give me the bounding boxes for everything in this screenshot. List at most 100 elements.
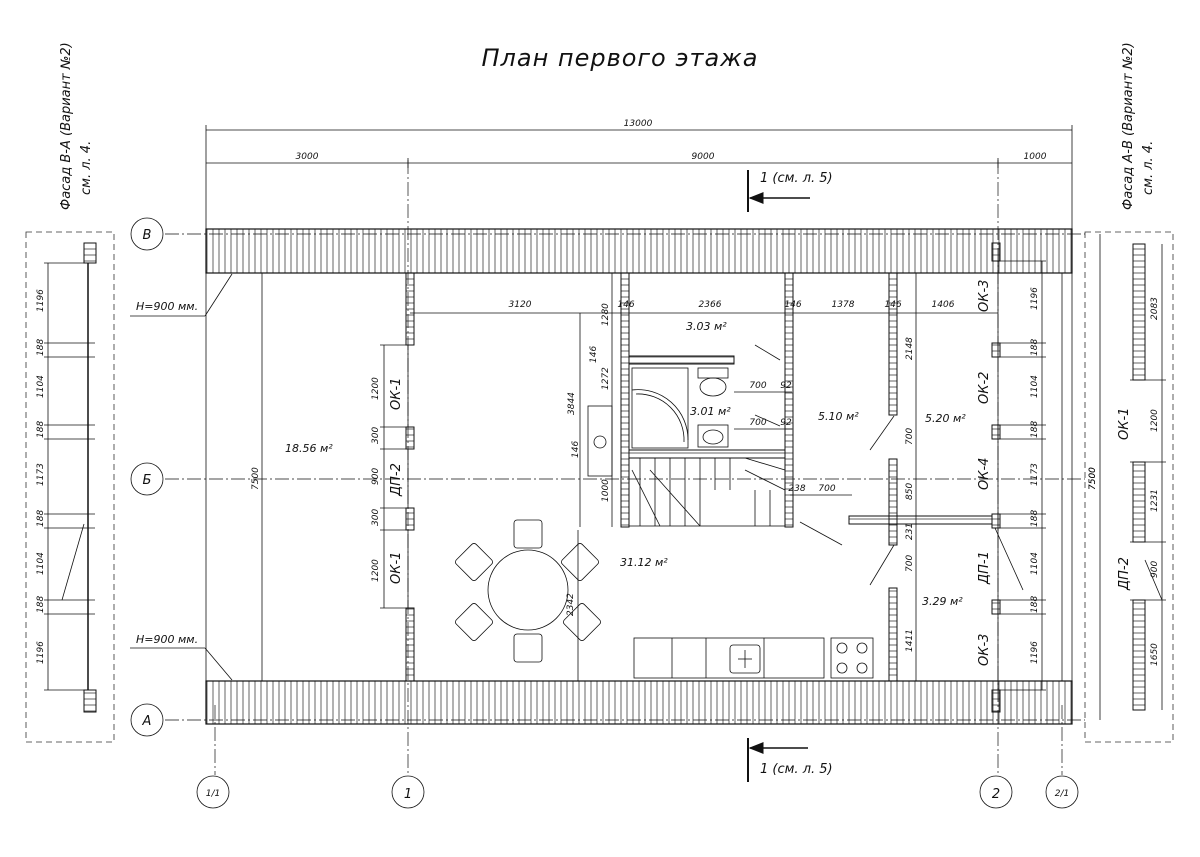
- svg-text:Фасад В-А (Вариант №2): Фасад В-А (Вариант №2): [59, 42, 74, 210]
- svg-text:Н=900 мм.: Н=900 мм.: [136, 300, 198, 313]
- svg-text:7500: 7500: [1088, 467, 1098, 490]
- area-hall: 3.03 м²: [686, 320, 727, 333]
- svg-text:3120: 3120: [509, 300, 532, 310]
- svg-text:1196: 1196: [1030, 287, 1040, 310]
- svg-text:2: 2: [992, 787, 1000, 802]
- axis-marker-2-1: 2/1: [1045, 775, 1079, 809]
- svg-text:1173: 1173: [1030, 463, 1040, 486]
- facade-left-dimensions: 1196 188 1104 188 1173 188 1104 188 1196: [36, 289, 46, 664]
- svg-text:700: 700: [818, 484, 835, 494]
- svg-text:700: 700: [749, 418, 766, 428]
- svg-text:1104: 1104: [36, 552, 46, 575]
- svg-text:188: 188: [1030, 596, 1040, 613]
- facade-opening-ok1: ОК-1: [1117, 408, 1132, 440]
- svg-text:188: 188: [36, 339, 46, 356]
- facade-opening-dp2: ДП-2: [1117, 557, 1132, 591]
- svg-text:850: 850: [905, 483, 915, 500]
- facade-left-frame: [25, 231, 115, 743]
- section-marker-top: 1 (см. л. 5): [747, 170, 833, 212]
- opening-ok1-top: ОК-1: [389, 378, 404, 410]
- opening-dp1: ДП-1: [977, 551, 992, 585]
- svg-text:см. л. 4.: см. л. 4.: [79, 141, 94, 195]
- svg-text:700: 700: [905, 555, 915, 572]
- svg-text:1 (см. л. 5): 1 (см. л. 5): [760, 171, 833, 186]
- axis-marker-b: Б: [130, 462, 164, 496]
- svg-text:231: 231: [905, 523, 915, 540]
- opening-ok4: ОК-4: [977, 458, 992, 490]
- svg-text:1280: 1280: [601, 303, 611, 326]
- axis-marker-1-1: 1/1: [196, 775, 230, 809]
- area-kitchen-dining: 31.12 м²: [620, 556, 668, 569]
- svg-text:7500: 7500: [1088, 467, 1098, 490]
- svg-text:188: 188: [1030, 421, 1040, 438]
- svg-text:188: 188: [36, 421, 46, 438]
- svg-text:1272: 1272: [601, 367, 611, 390]
- svg-text:1196: 1196: [1030, 641, 1040, 664]
- svg-text:300: 300: [371, 427, 381, 444]
- svg-text:1196: 1196: [36, 289, 46, 312]
- boiler: [587, 405, 613, 477]
- wall-axis-2: [991, 242, 1046, 713]
- svg-text:1196: 1196: [36, 641, 46, 664]
- svg-text:1173: 1173: [36, 463, 46, 486]
- axis-marker-v: В: [130, 217, 164, 251]
- dining-table: [455, 519, 601, 663]
- svg-text:188: 188: [1030, 510, 1040, 527]
- opening-dp2: ДП-2: [389, 463, 404, 497]
- toilet-fixture: [697, 367, 729, 397]
- axis-1-dimensions: 1200 300 900 300 1200 ОК-1 ДП-2 ОК-1: [371, 377, 404, 584]
- svg-text:188: 188: [36, 596, 46, 613]
- svg-text:1104: 1104: [1030, 552, 1040, 575]
- axis-marker-2: 2: [979, 775, 1013, 809]
- svg-text:900: 900: [371, 468, 381, 485]
- washbasin: [697, 424, 729, 448]
- svg-text:1 (см. л. 5): 1 (см. л. 5): [760, 762, 833, 777]
- svg-text:1378: 1378: [832, 300, 855, 310]
- side-label-right: Фасад А-В (Вариант №2) см. л. 4.: [1121, 42, 1156, 210]
- area-room-520: 5.20 м²: [925, 412, 966, 425]
- side-label-left: Фасад В-А (Вариант №2) см. л. 4.: [59, 42, 94, 210]
- svg-text:238: 238: [788, 484, 805, 494]
- facade-right-frame: [1084, 231, 1174, 743]
- svg-text:1/1: 1/1: [206, 789, 220, 799]
- opening-ok3-bottom: ОК-3: [977, 634, 992, 666]
- drawing-title: План первого этажа: [481, 44, 758, 72]
- top-dimension-chain: 13000 3000 9000 1000: [205, 119, 1073, 230]
- svg-text:146: 146: [589, 346, 599, 363]
- svg-text:см. л. 4.: см. л. 4.: [1141, 141, 1156, 195]
- shower-cabin: [631, 367, 689, 449]
- svg-text:1406: 1406: [932, 300, 955, 310]
- svg-text:1200: 1200: [371, 559, 381, 582]
- svg-text:1231: 1231: [1150, 489, 1160, 512]
- svg-text:9000: 9000: [692, 152, 715, 162]
- svg-text:92: 92: [780, 381, 792, 391]
- svg-text:2148: 2148: [905, 337, 915, 360]
- svg-text:13000: 13000: [624, 119, 653, 129]
- svg-text:Б: Б: [143, 473, 152, 488]
- svg-text:В: В: [143, 228, 152, 243]
- svg-text:146: 146: [784, 300, 801, 310]
- area-living: 18.56 м²: [285, 442, 333, 455]
- svg-text:146: 146: [617, 300, 634, 310]
- svg-text:1104: 1104: [36, 375, 46, 398]
- exterior-walls: [205, 228, 1073, 725]
- svg-text:1411: 1411: [905, 629, 915, 652]
- svg-text:188: 188: [1030, 339, 1040, 356]
- area-room-329: 3.29 м²: [922, 595, 963, 608]
- svg-text:2366: 2366: [699, 300, 722, 310]
- interior-partitions: [410, 272, 998, 682]
- svg-text:3844: 3844: [567, 392, 577, 415]
- height-note-top: Н=900 мм.: [130, 273, 233, 317]
- area-bathroom: 3.01 м²: [690, 405, 731, 418]
- svg-text:2/1: 2/1: [1055, 789, 1069, 799]
- door-swings: [754, 344, 1024, 591]
- svg-text:1104: 1104: [1030, 375, 1040, 398]
- svg-text:1000: 1000: [1024, 152, 1047, 162]
- svg-text:А: А: [142, 714, 152, 729]
- svg-text:300: 300: [371, 509, 381, 526]
- svg-text:1200: 1200: [1150, 409, 1160, 432]
- svg-text:1650: 1650: [1150, 643, 1160, 666]
- svg-text:146: 146: [571, 441, 581, 458]
- area-room-510: 5.10 м²: [818, 410, 859, 423]
